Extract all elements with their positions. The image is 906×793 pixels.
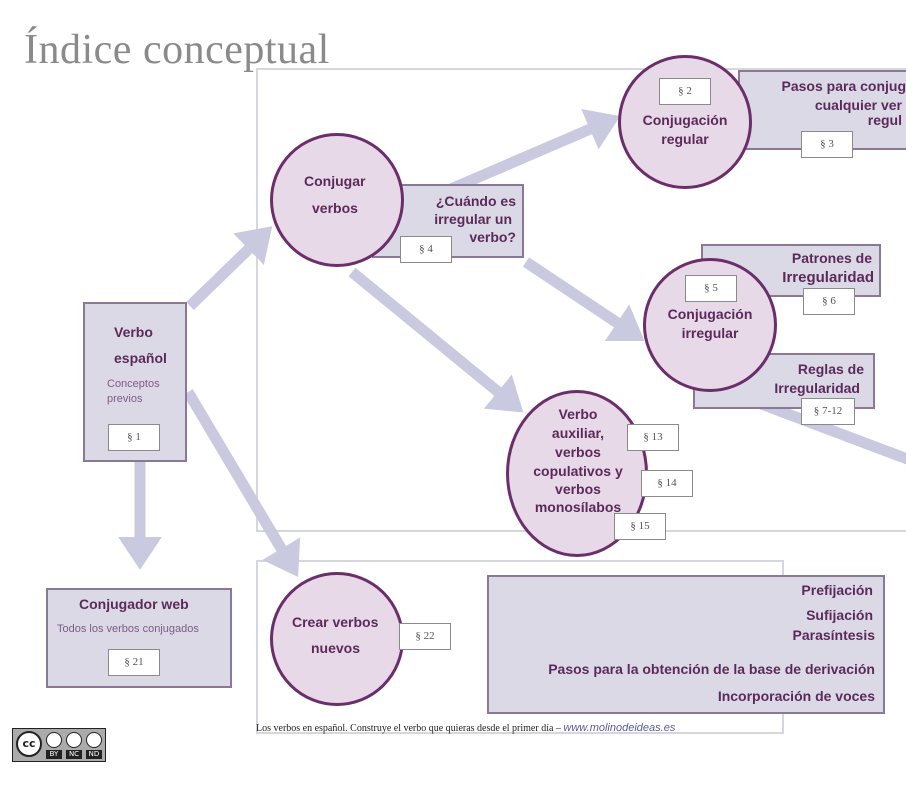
verbo-auxiliar-text-3: verbos	[555, 444, 601, 460]
verbo-auxiliar-text-4: copulativos y	[533, 463, 623, 479]
cuando-irregular-text-3: verbo?	[469, 229, 516, 245]
cuando-irregular-text-1: ¿Cuándo es	[435, 193, 516, 209]
arrow-conjugar-auxiliar	[348, 267, 524, 413]
section-tag-3[interactable]: § 3	[801, 131, 853, 158]
section-tag-7-12[interactable]: § 7-12	[801, 398, 855, 425]
conjugacion-irregular-node[interactable]	[643, 258, 777, 392]
patrones-text-2: Irregularidad	[782, 269, 874, 286]
conjugacion-irregular-text-2: irregular	[681, 325, 739, 341]
cuando-irregular-text-2: irregular un	[434, 211, 512, 227]
verbo-auxiliar-text-6: monosílabos	[534, 499, 622, 515]
section-tag-13[interactable]: § 13	[627, 424, 679, 451]
verbo-auxiliar-text-1: Verbo	[558, 406, 598, 422]
section-tag-15[interactable]: § 15	[614, 513, 666, 540]
conjugar-verbos-text-1: Conjugar	[304, 173, 366, 189]
section-tag-1[interactable]: § 1	[108, 424, 160, 451]
patrones-text-1: Patrones de	[791, 250, 872, 266]
verbo-auxiliar-text-2: auxiliar,	[551, 425, 605, 441]
nc-icon	[66, 732, 82, 748]
verbo-espanol-sub-2: previos	[107, 393, 143, 405]
conjugador-web-title: Conjugador web	[79, 596, 189, 612]
reglas-text-2: Irregularidad	[774, 380, 860, 396]
license-label-nd: ND	[86, 750, 102, 759]
conjugacion-irregular-text-1: Conjugación	[667, 306, 753, 322]
license-label-nc: NC	[66, 750, 82, 759]
conjugacion-regular-text-1: Conjugación	[642, 112, 728, 128]
section-tag-14[interactable]: § 14	[641, 470, 693, 497]
pasos-conjugar-text-2: cualquier ver	[814, 97, 902, 113]
footer-link[interactable]: www.molinodeideas.es	[563, 722, 676, 734]
section-tag-4[interactable]: § 4	[400, 236, 452, 263]
nd-icon	[86, 732, 102, 748]
verbo-auxiliar-text-5: verbos	[555, 481, 601, 497]
cc-icon: cc	[16, 731, 42, 757]
derivacion-item-base[interactable]: Pasos para la obtención de la base de de…	[548, 661, 875, 677]
arrow-verbo-conjugar	[186, 226, 273, 310]
derivacion-item-parasintesis[interactable]: Parasíntesis	[792, 627, 876, 643]
pasos-conjugar-text-1: Pasos para conjug	[781, 78, 906, 94]
license-label-by: BY	[46, 750, 62, 759]
cc-license-badge[interactable]: cc BY NC ND	[12, 728, 106, 762]
section-tag-2[interactable]: § 2	[659, 78, 711, 105]
pasos-conjugar-text-3: regul	[867, 112, 902, 128]
crear-verbos-text-2: nuevos	[311, 640, 361, 656]
conjugacion-regular-node[interactable]	[618, 55, 752, 189]
conjugar-verbos-text-2: verbos	[312, 200, 358, 216]
verbo-espanol-sub-1: Conceptos	[107, 378, 160, 390]
section-tag-5[interactable]: § 5	[685, 275, 737, 302]
section-tag-22[interactable]: § 22	[399, 623, 451, 650]
arrow-conjugar-irregular	[522, 257, 645, 341]
conjugar-verbos-node[interactable]	[270, 133, 404, 267]
derivacion-item-prefijacion[interactable]: Prefijación	[801, 582, 873, 598]
conjugador-web-sub: Todos los verbos conjugados	[57, 623, 199, 635]
arrow-verbo-crear	[183, 389, 301, 578]
reglas-text-1: Reglas de	[797, 361, 864, 377]
page-title: Índice conceptual	[24, 27, 330, 73]
footer-text: Los verbos en español. Construye el verb…	[256, 722, 675, 734]
crear-verbos-node[interactable]	[270, 572, 404, 706]
section-tag-6[interactable]: § 6	[803, 288, 855, 315]
derivacion-item-sufijacion[interactable]: Sufijación	[806, 607, 873, 623]
section-tag-21[interactable]: § 21	[108, 649, 160, 676]
by-icon	[46, 732, 62, 748]
derivacion-item-incorporacion[interactable]: Incorporación de voces	[717, 688, 875, 704]
conjugacion-regular-text-2: regular	[661, 131, 709, 147]
verbo-espanol-title-2: español	[114, 350, 167, 366]
crear-verbos-text-1: Crear verbos	[292, 614, 379, 630]
footer-caption: Los verbos en español. Construye el verb…	[256, 723, 561, 734]
verbo-espanol-title-1: Verbo	[114, 324, 153, 340]
derivacion-box[interactable]	[487, 575, 885, 714]
